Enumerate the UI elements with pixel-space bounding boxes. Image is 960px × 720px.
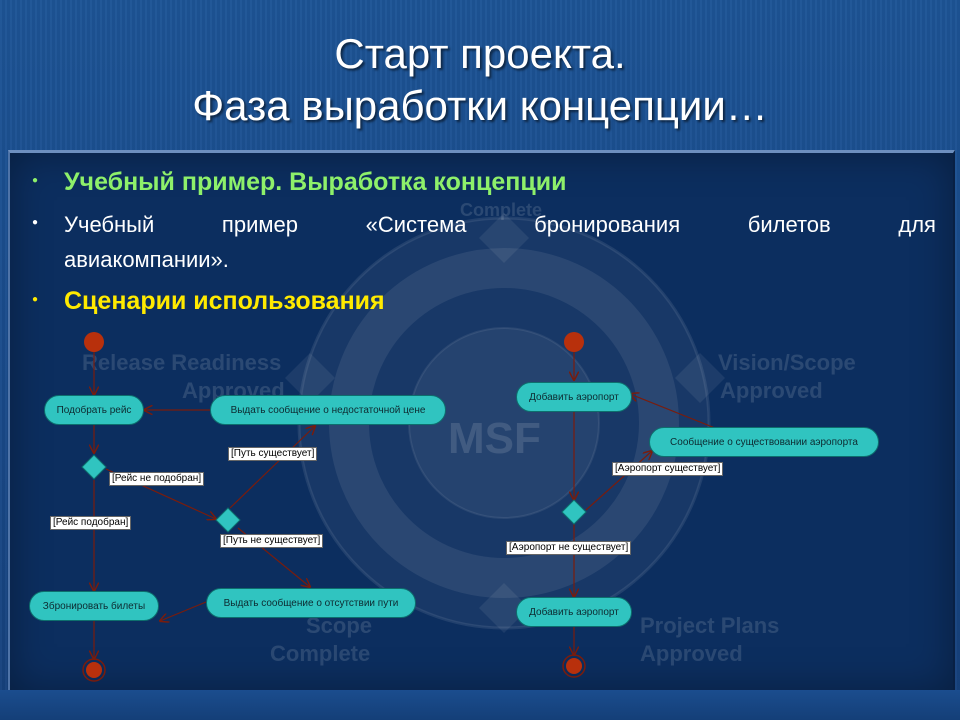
b2-word-2: пример bbox=[221, 212, 298, 237]
bullet-case-study-concept: Учебный пример. Выработка концепции bbox=[64, 168, 567, 196]
guard-path-exists: [Путь существует] bbox=[228, 447, 318, 461]
b2-word-5: билетов bbox=[747, 212, 831, 237]
node-msg-insufficient-price: Выдать сообщение о недостаточной цене bbox=[210, 395, 446, 425]
b2-word-4: бронирования bbox=[534, 212, 681, 237]
guard-airport-not-exists: [Аэропорт не существует] bbox=[506, 541, 632, 555]
slide-header: Старт проекта. Фаза выработки концепции… bbox=[0, 0, 960, 150]
b2-word-3: «Система bbox=[365, 212, 467, 237]
node-book-tickets: Збронировать билеты bbox=[29, 591, 159, 621]
bullet-case-study-description: Учебный пример «Система бронирования бил… bbox=[64, 212, 936, 238]
wm-msf-logo: MSF bbox=[448, 414, 541, 463]
slide-bottom-strip bbox=[0, 690, 960, 720]
bullet-use-cases: Сценарии использования bbox=[64, 287, 385, 315]
wm-vision-scope: Vision/Scope bbox=[718, 350, 856, 375]
content-panel: Release Readiness Approved Vision/Scope … bbox=[8, 150, 955, 693]
bullet-dot-3: ● bbox=[32, 294, 39, 305]
guard-airport-exists: [Аэропорт существует] bbox=[612, 462, 724, 476]
node-msg-airport-exists: Сообщение о существовании аэропорта bbox=[649, 427, 879, 457]
msf-watermark bbox=[285, 213, 725, 633]
bullet-case-study-description-line2: авиакомпании». bbox=[64, 247, 229, 272]
guard-flight-found: [Рейс подобран] bbox=[50, 516, 132, 530]
guard-path-not-exists: [Путь не существует] bbox=[220, 534, 324, 548]
wm-release-readiness: Release Readiness bbox=[82, 350, 282, 375]
bullet-dot-1: ● bbox=[32, 175, 39, 186]
wm-scope-complete: Complete bbox=[270, 641, 371, 666]
bullet-dot-2: ● bbox=[32, 217, 39, 228]
b2-word-1: Учебный bbox=[64, 212, 155, 237]
node-add-airport-bottom: Добавить аэропорт bbox=[516, 597, 632, 627]
wm-vision-approved: Approved bbox=[720, 378, 823, 403]
wm-complete-top: Complete bbox=[460, 200, 543, 220]
node-msg-no-path: Выдать сообщение о отсутствии пути bbox=[206, 588, 416, 618]
guard-flight-not-found: [Рейс не подобран] bbox=[109, 472, 205, 486]
b2-word-6: для bbox=[898, 212, 936, 237]
node-pick-flight: Подобрать рейс bbox=[44, 395, 144, 425]
wm-project-plans: Project Plans bbox=[640, 613, 780, 638]
title-line-1: Старт проекта. bbox=[334, 30, 626, 77]
node-add-airport-top: Добавить аэропорт bbox=[516, 382, 632, 412]
wm-plans-approved: Approved bbox=[640, 641, 743, 666]
title-line-2: Фаза выработки концепции… bbox=[192, 82, 768, 129]
